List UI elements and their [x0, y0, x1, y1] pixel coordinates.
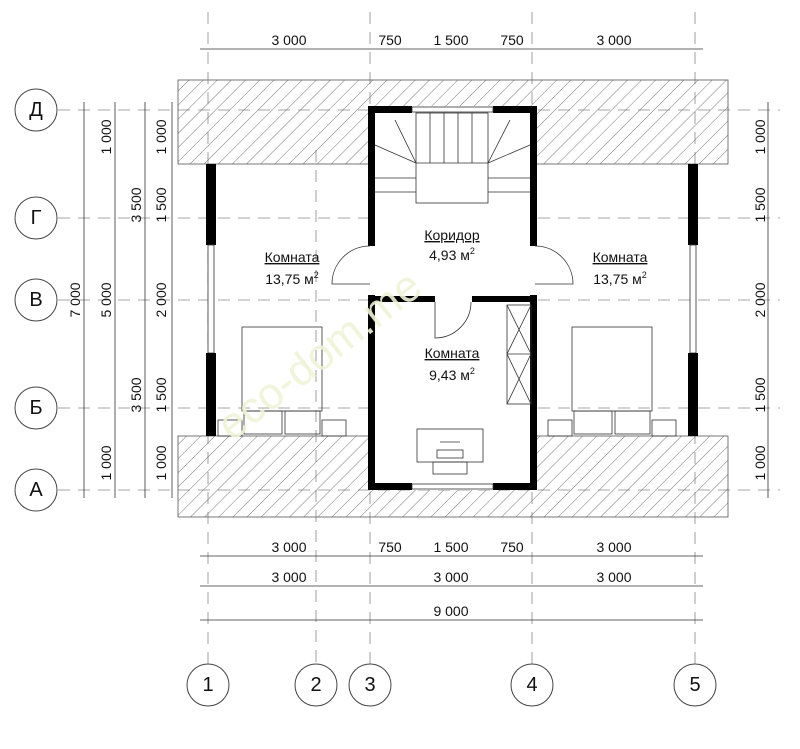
room-area: 4,93 м: [429, 247, 470, 263]
svg-text:9,43 м2: 9,43 м2: [429, 366, 475, 383]
axis-label-column: 2: [310, 674, 321, 696]
doors[interactable]: [331, 245, 574, 339]
axis-label-column: 5: [689, 674, 700, 696]
room-labels: Комната 13,75 м2 Коридор 4,93 м2 Комната…: [265, 227, 648, 383]
dimension-label: 1 000: [752, 119, 768, 154]
chair: [432, 461, 468, 475]
dimension-label: 1 000: [98, 119, 114, 154]
dimension-label: 3 000: [596, 539, 631, 555]
dimension-label: 1 000: [98, 445, 114, 480]
dimension-label: 3 500: [128, 377, 144, 412]
dimension-label: 1 500: [153, 377, 169, 412]
axis-label-row: Б: [29, 397, 42, 419]
window-top: [411, 106, 494, 113]
door-right: [534, 245, 574, 285]
axis-label-column: 1: [202, 674, 213, 696]
furniture: [217, 304, 677, 475]
dimension-label: 2: [470, 366, 475, 376]
dimension-label: 750: [378, 32, 402, 48]
dimension-label: 1 500: [752, 377, 768, 412]
dimension-label: 1 500: [153, 187, 169, 222]
dimension-label: 3 000: [596, 32, 631, 48]
staircase[interactable]: [374, 112, 531, 204]
axis-label-row: Г: [31, 207, 42, 229]
svg-text:4,93 м2: 4,93 м2: [429, 246, 475, 263]
dimension-label: 750: [378, 539, 402, 555]
dimension-label: 7 000: [67, 282, 83, 317]
dimension-label: 5 000: [98, 282, 114, 317]
axis-label-column: 3: [364, 674, 375, 696]
dimension-label: 1 500: [433, 539, 468, 555]
dimension-label: 2 000: [752, 282, 768, 317]
axis-label-row: А: [29, 479, 43, 501]
room-name: Комната: [593, 249, 648, 265]
dimension-label: 3 000: [433, 569, 468, 585]
dimension-label: 1 000: [153, 119, 169, 154]
axis-label-row: Д: [29, 99, 43, 121]
dimension-label: 2: [470, 246, 475, 256]
window-bottom: [411, 483, 494, 490]
dimension-bottom: 3 000 750 1 500 750 3 000 3 000 3 000 3 …: [200, 539, 703, 621]
room-area: 13,75 м: [265, 271, 314, 287]
dimension-label: 3 000: [271, 32, 306, 48]
dimension-label: 2: [642, 270, 647, 280]
dimension-top: 3 000 750 1 500 750 3 000: [200, 32, 703, 50]
window-left: [207, 244, 215, 354]
dimension-label: 2: [314, 270, 319, 280]
axis-label-column: 4: [526, 674, 537, 696]
dimension-label: 9 000: [433, 603, 468, 619]
door-left: [331, 245, 371, 285]
dimension-label: 750: [500, 539, 524, 555]
door-room: [434, 301, 472, 339]
dimension-label: 1 000: [752, 445, 768, 480]
dimension-label: 3 500: [128, 187, 144, 222]
room-area: 13,75 м: [593, 271, 642, 287]
room-name: Комната: [425, 345, 480, 361]
dimension-label: 1 000: [153, 445, 169, 480]
dimension-right: 1 000 1 500 2 000 1 500 1 000: [752, 102, 769, 498]
room-name: Коридор: [424, 227, 480, 243]
dimension-label: 2 000: [153, 282, 169, 317]
dimension-label: 3 000: [271, 569, 306, 585]
dimension-label: 1 500: [752, 187, 768, 222]
column-axis-markers: 1 2 3 4 5: [186, 663, 717, 707]
window-right: [689, 244, 697, 354]
svg-text:13,75 м2: 13,75 м2: [593, 270, 647, 287]
axis-label-row: В: [29, 289, 42, 311]
dimension-label: 750: [500, 32, 524, 48]
central-block: [368, 106, 537, 490]
dimension-left: 7 000 1 000 5 000 1 000 3 500 3 500 1 00…: [67, 102, 173, 498]
dimension-label: 3 000: [596, 569, 631, 585]
room-name: Комната: [265, 249, 320, 265]
bed-right: [571, 326, 653, 412]
exterior-walls: [206, 164, 698, 436]
row-axis-markers: Д Г В Б А: [14, 88, 58, 512]
room-area: 9,43 м: [429, 367, 470, 383]
dimension-label: 1 500: [433, 32, 468, 48]
svg-text:13,75 м2: 13,75 м2: [265, 270, 319, 287]
dimension-label: 3 000: [271, 539, 306, 555]
